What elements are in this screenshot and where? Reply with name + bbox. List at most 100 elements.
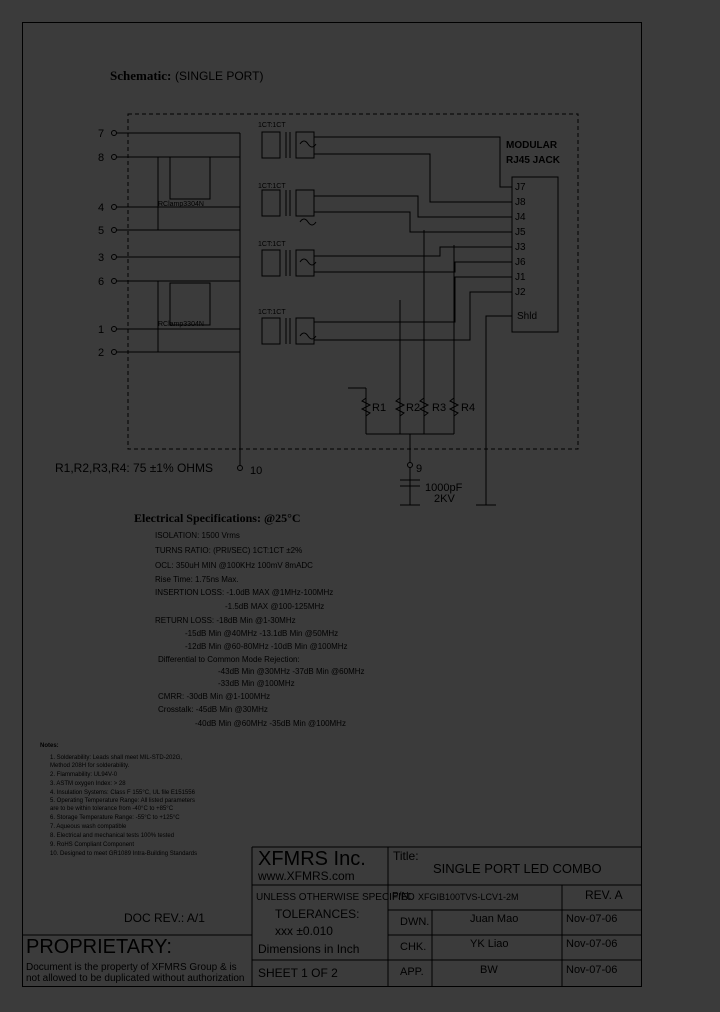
pn-value: XFGIB100TVS-LCV1-2M xyxy=(418,892,519,902)
app-role: APP. xyxy=(400,966,424,978)
doc-revision: DOC REV.: A/1 xyxy=(124,911,205,925)
resistor-label: R4 xyxy=(461,402,475,414)
sheet-number: SHEET 1 OF 2 xyxy=(258,966,338,980)
xfmr-1 xyxy=(261,131,317,159)
tolerances-value: xxx ±0.010 xyxy=(275,924,333,938)
dimensions-note: Dimensions in Inch xyxy=(258,942,360,956)
schematic-title-bold: Schematic: xyxy=(110,68,172,83)
cap-voltage: 2KV xyxy=(434,493,455,505)
note-item: 3. ASTM oxygen Index: > 28 xyxy=(50,781,126,787)
note-item: 8. Electrical and mechanical tests 100% … xyxy=(50,833,175,839)
schematic-diagram: 7 8 4 5 3 6 1 2 1CT:1CT 1CT:1CT 1CT:1CT … xyxy=(55,113,579,506)
note-item: 5. Operating Temperature Range: All list… xyxy=(50,798,195,804)
unless-specified: UNLESS OTHERWISE SPECIFIED xyxy=(256,892,415,903)
rj45-jack-box xyxy=(511,176,559,333)
ic-label: RClamp3304N xyxy=(158,321,204,328)
jack-pin-label: J8 xyxy=(515,197,526,208)
spec-line: -33dB Min @100MHz xyxy=(218,679,295,688)
specs-heading: Electrical Specifications: @25°C xyxy=(134,511,301,525)
note-item: 6. Storage Temperature Range: -55°C to +… xyxy=(50,815,180,821)
dwn-date: Nov-07-06 xyxy=(566,913,618,925)
note-item: Method 208H for solderability. xyxy=(50,763,130,769)
tolerances-label: TOLERANCES: xyxy=(275,907,360,921)
jack-pin-label: J2 xyxy=(515,287,526,298)
note-item: 9. RoHS Compliant Component xyxy=(50,842,135,848)
spec-line: -40dB Min @60MHz -35dB Min @100MHz xyxy=(195,719,346,728)
ic-box-2 xyxy=(169,282,211,326)
note-item: are to be within tolerance from -40°C to… xyxy=(50,806,174,812)
revision: REV. A xyxy=(585,888,623,902)
ic-box-1 xyxy=(169,156,211,200)
pin-9-label: 9 xyxy=(416,463,422,475)
drawing-sheet xyxy=(22,22,642,987)
spec-line: OCL: 350uH MIN @100KHz 100mV 8mADC xyxy=(155,561,313,570)
company-name: XFMRS Inc. xyxy=(258,848,366,870)
pin-label: 8 xyxy=(98,152,104,164)
pin-label: 3 xyxy=(98,252,104,264)
title-label: Title: xyxy=(393,849,419,863)
spec-line: ISOLATION: 1500 Vrms xyxy=(155,531,240,540)
pn-label: P/N: xyxy=(392,891,412,902)
cap-value: 1000pF xyxy=(425,482,463,494)
resistor-label: R3 xyxy=(432,402,446,414)
jack-pin-label: J3 xyxy=(515,242,526,253)
note-item: 7. Aqueous wash compatible xyxy=(50,824,127,830)
company-website: www.XFMRS.com xyxy=(258,869,355,883)
spec-line: TURNS RATIO: (PRI/SEC) 1CT:1CT ±2% xyxy=(155,546,303,555)
pin-label: 6 xyxy=(98,276,104,288)
jack-pin-label: Shld xyxy=(517,311,537,322)
xfmr-label: 1CT:1CT xyxy=(258,309,286,316)
app-date: Nov-07-06 xyxy=(566,964,618,976)
chk-name: YK Liao xyxy=(470,938,509,950)
jack-pin-label: J7 xyxy=(515,182,526,193)
dwn-name: Juan Mao xyxy=(470,913,519,925)
pin-label: 5 xyxy=(98,225,104,237)
proprietary-text-2: not allowed to be duplicated without aut… xyxy=(26,973,245,984)
jack-title-1: MODULAR xyxy=(506,140,558,151)
pin-label: 2 xyxy=(98,347,104,359)
pin-10-label: 10 xyxy=(250,465,262,477)
pin-label: 4 xyxy=(98,202,104,214)
note-item: 4. Insulation Systems: Class F 155°C, UL… xyxy=(50,790,195,796)
ic-label: RClamp3304N xyxy=(158,201,204,208)
xfmr-2 xyxy=(261,189,317,226)
resistor-label: R1 xyxy=(372,402,386,414)
proprietary-heading: PROPRIETARY: xyxy=(26,936,172,958)
app-name: BW xyxy=(480,964,498,976)
title-value: SINGLE PORT LED COMBO xyxy=(433,861,602,876)
note-item: 2. Flammability: UL94V-0 xyxy=(50,772,118,778)
note-item: 1. Solderability: Leads shall meet MIL-S… xyxy=(50,755,183,761)
proprietary-text-1: Document is the property of XFMRS Group … xyxy=(26,962,237,973)
spec-line: -43dB Min @30MHz -37dB Min @60MHz xyxy=(218,667,365,676)
spec-line: Differential to Common Mode Rejection: xyxy=(158,655,300,664)
jack-pin-label: J4 xyxy=(515,212,526,223)
xfmr-label: 1CT:1CT xyxy=(258,241,286,248)
resistor-note: R1,R2,R3,R4: 75 ±1% OHMS xyxy=(55,461,213,475)
spec-line: Crosstalk: -45dB Min @30MHz xyxy=(158,705,268,714)
pin-label: 7 xyxy=(98,128,104,140)
chk-date: Nov-07-06 xyxy=(566,938,618,950)
jack-pin-label: J6 xyxy=(515,257,526,268)
resistor-label: R2 xyxy=(406,402,420,414)
notes-heading: Notes: xyxy=(40,743,59,749)
dwn-role: DWN. xyxy=(400,916,430,928)
schematic-title-rest: (SINGLE PORT) xyxy=(175,69,264,83)
xfmr-4 xyxy=(261,317,317,345)
spec-line: CMRR: -30dB Min @1-100MHz xyxy=(158,692,271,701)
jack-pin-label: J5 xyxy=(515,227,526,238)
jack-title-2: RJ45 JACK xyxy=(506,155,561,166)
note-item: 10. Designed to meet GR1089 Intra-Buildi… xyxy=(50,851,198,857)
xfmr-label: 1CT:1CT xyxy=(258,183,286,190)
spec-line: -12dB Min @60-80MHz -10dB Min @100MHz xyxy=(185,642,348,651)
chk-role: CHK. xyxy=(400,941,427,953)
spec-line: -15dB Min @40MHz -13.1dB Min @50MHz xyxy=(185,629,339,638)
xfmr-3 xyxy=(261,249,317,277)
spec-line: -1.5dB MAX @100-125MHz xyxy=(225,602,325,611)
pin-label: 1 xyxy=(98,324,104,336)
spec-line: INSERTION LOSS: -1.0dB MAX @1MHz-100MHz xyxy=(155,588,334,597)
spec-line: Rise Time: 1.75ns Max. xyxy=(155,575,239,584)
jack-pin-label: J1 xyxy=(515,272,526,283)
spec-line: RETURN LOSS: -18dB Min @1-30MHz xyxy=(155,616,296,625)
xfmr-label: 1CT:1CT xyxy=(258,122,286,129)
schematic-title: Schematic: (SINGLE PORT) xyxy=(110,68,263,84)
